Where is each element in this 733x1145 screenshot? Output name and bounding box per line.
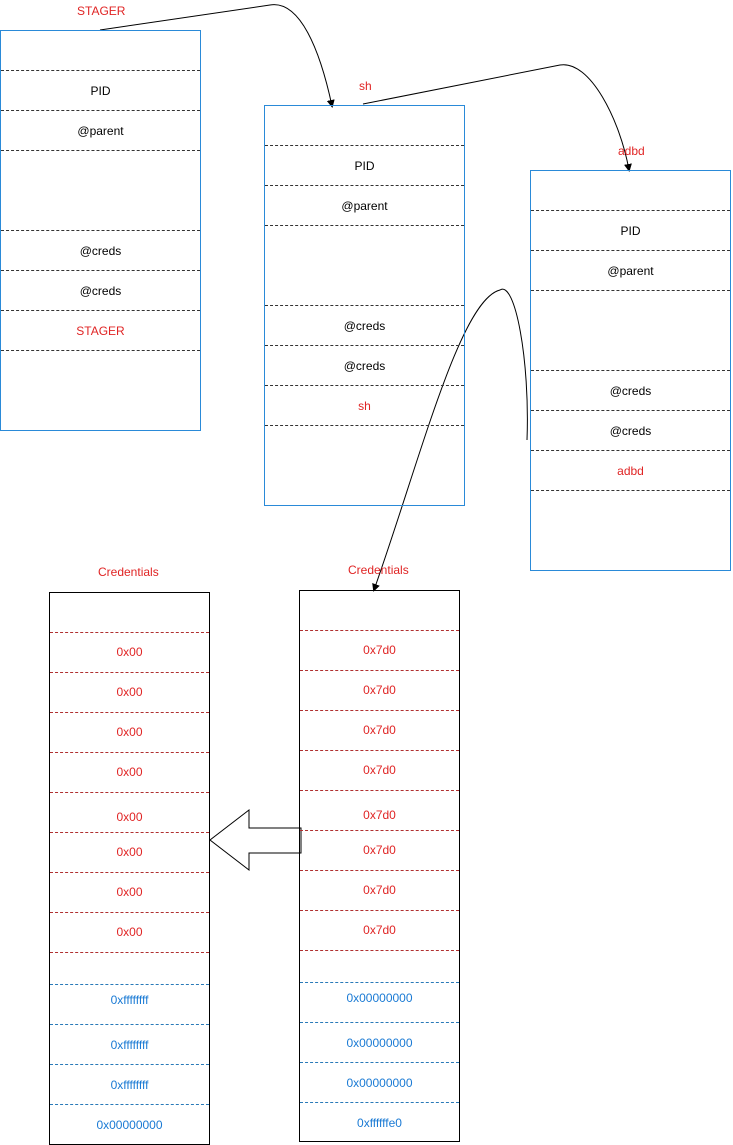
left-cred-cap-1: 0xffffffff [110,993,149,1007]
sh-creds-1: @creds [343,319,386,333]
adbd-pid: PID [620,224,641,238]
right-cred-id-1: 0x7d0 [363,643,396,657]
sh-task-struct: PID @parent @creds @creds sh [264,105,465,506]
stager-title: STAGER [77,4,126,18]
left-cred-id-1: 0x00 [116,645,143,659]
stager-comm: STAGER [76,324,125,338]
right-cred-id-2: 0x7d0 [363,683,396,697]
overwrite-arrow [209,808,302,872]
stager-creds-1: @creds [79,244,122,258]
stager-task-struct: PID @parent @creds @creds STAGER [0,30,201,431]
parent-link-sh-to-adbd [362,64,632,172]
adbd-creds-2: @creds [609,424,652,438]
right-cred-cap-3: 0x00000000 [346,1076,413,1090]
adbd-title: adbd [618,144,645,158]
left-cred-id-4: 0x00 [116,765,143,779]
left-cred-cap-2: 0xffffffff [110,1038,149,1052]
sh-pid: PID [354,159,375,173]
left-cred-id-3: 0x00 [116,725,143,739]
left-cred-id-5: 0x00 [116,810,143,824]
stager-creds-2: @creds [79,284,122,298]
left-cred-cap-4: 0x00000000 [96,1118,163,1132]
right-cred-id-6: 0x7d0 [363,843,396,857]
right-cred-id-5: 0x7d0 [363,808,396,822]
left-credentials-struct: 0x00 0x00 0x00 0x00 0x00 0x00 0x00 0x00 … [49,592,210,1145]
right-cred-cap-1: 0x00000000 [346,991,413,1005]
sh-parent: @parent [341,199,388,213]
sh-comm: sh [358,399,371,413]
right-cred-cap-4: 0xffffffe0 [357,1116,402,1130]
left-cred-id-6: 0x00 [116,845,143,859]
right-cred-id-3: 0x7d0 [363,723,396,737]
adbd-comm: adbd [617,464,644,478]
left-cred-cap-3: 0xffffffff [110,1078,149,1092]
parent-link-stager-to-sh [99,4,335,108]
sh-title: sh [359,79,372,93]
left-credentials-title: Credentials [98,565,159,579]
left-cred-id-7: 0x00 [116,885,143,899]
right-credentials-title: Credentials [348,563,409,577]
stager-pid: PID [90,84,111,98]
adbd-creds-1: @creds [609,384,652,398]
sh-creds-2: @creds [343,359,386,373]
right-cred-id-7: 0x7d0 [363,883,396,897]
adbd-parent: @parent [607,264,654,278]
right-cred-cap-2: 0x00000000 [346,1036,413,1050]
left-cred-id-8: 0x00 [116,925,143,939]
adbd-task-struct: PID @parent @creds @creds adbd [530,170,731,571]
right-cred-id-8: 0x7d0 [363,923,396,937]
stager-parent: @parent [77,124,124,138]
right-credentials-struct: 0x7d0 0x7d0 0x7d0 0x7d0 0x7d0 0x7d0 0x7d… [299,590,460,1142]
left-cred-id-2: 0x00 [116,685,143,699]
creds-link-adbd-to-credentials [372,288,528,592]
right-cred-id-4: 0x7d0 [363,763,396,777]
